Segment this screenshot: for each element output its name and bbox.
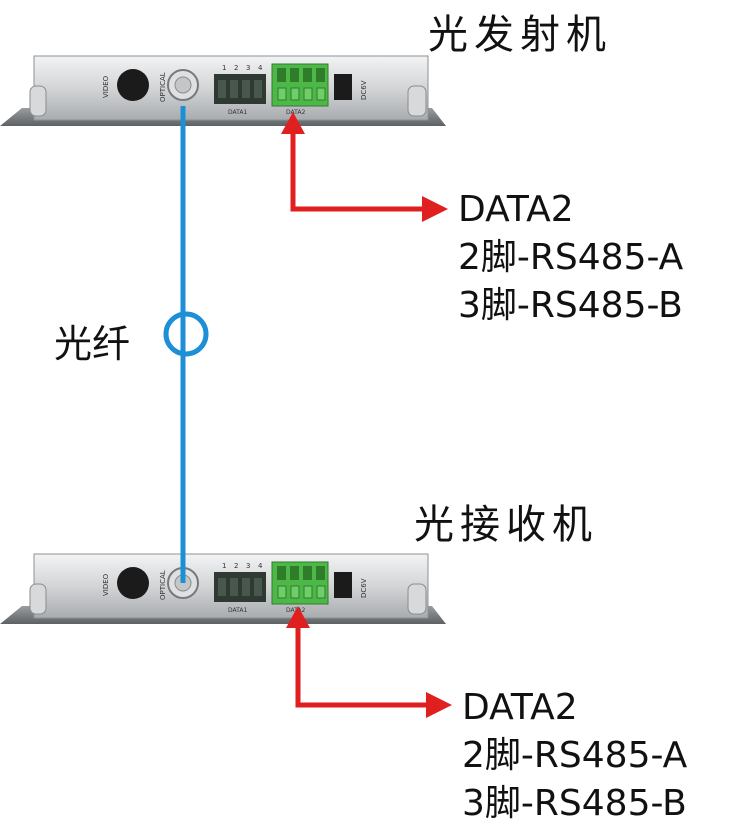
transmitter-callout-port: DATA2	[458, 189, 574, 230]
svg-text:4: 4	[258, 562, 263, 570]
svg-text:3: 3	[246, 562, 250, 570]
receiver-callout-pin2: 2脚-RS485-A	[462, 735, 688, 776]
receiver-callout-line	[295, 624, 428, 708]
video-label: VIDEO	[102, 573, 110, 596]
connection-overlay	[163, 106, 452, 718]
transmitter-callout: DATA2 2脚-RS485-A 3脚-RS485-B	[458, 186, 683, 330]
data1-pin-labels: 1 2 3 4	[222, 562, 263, 570]
svg-text:3: 3	[246, 64, 250, 72]
transmitter-up-arrow-icon	[281, 112, 305, 134]
receiver-callout-port: DATA2	[462, 687, 578, 728]
video-connector[interactable]	[117, 567, 149, 599]
transmitter-right-arrow-icon	[422, 196, 448, 222]
optical-label: OPTICAL	[159, 570, 167, 600]
optical-label: OPTICAL	[159, 72, 167, 102]
svg-text:4: 4	[258, 64, 263, 72]
transmitter-device: VIDEO OPTICAL 1 2 3 4 DATA1 DATA2 DC6V	[0, 55, 446, 126]
transmitter-callout-pin3: 3脚-RS485-B	[458, 285, 683, 326]
data1-label: DATA1	[228, 109, 247, 116]
svg-text:2: 2	[234, 64, 238, 72]
power-jack[interactable]	[334, 572, 352, 598]
video-label: VIDEO	[102, 75, 110, 98]
right-handle	[407, 583, 427, 615]
receiver-device: VIDEO OPTICAL 1 2 3 4 DATA1 DATA2 DC6V	[0, 553, 446, 624]
power-label: DC6V	[360, 578, 368, 598]
receiver-callout: DATA2 2脚-RS485-A 3脚-RS485-B	[462, 684, 687, 828]
fiber-label: 光纤	[54, 322, 131, 366]
power-jack[interactable]	[334, 74, 352, 100]
receiver-up-arrow-icon	[286, 606, 310, 628]
video-connector[interactable]	[117, 69, 149, 101]
receiver-title: 光接收机	[414, 502, 598, 548]
data1-label: DATA1	[228, 607, 247, 614]
left-handle	[29, 583, 47, 615]
transmitter-callout-line	[290, 130, 424, 212]
power-label: DC6V	[360, 80, 368, 100]
svg-text:1: 1	[222, 562, 226, 570]
svg-text:2: 2	[234, 562, 238, 570]
receiver-right-arrow-icon	[426, 692, 452, 718]
transmitter-title: 光发射机	[428, 12, 612, 58]
receiver-callout-pin3: 3脚-RS485-B	[462, 783, 687, 824]
data2-label: DATA2	[286, 109, 305, 116]
transmitter-callout-pin2: 2脚-RS485-A	[458, 237, 684, 278]
left-handle	[29, 85, 47, 117]
right-handle	[407, 85, 427, 117]
svg-text:1: 1	[222, 64, 226, 72]
fiber-marker-icon	[163, 311, 209, 357]
data1-pin-labels: 1 2 3 4	[222, 64, 263, 72]
